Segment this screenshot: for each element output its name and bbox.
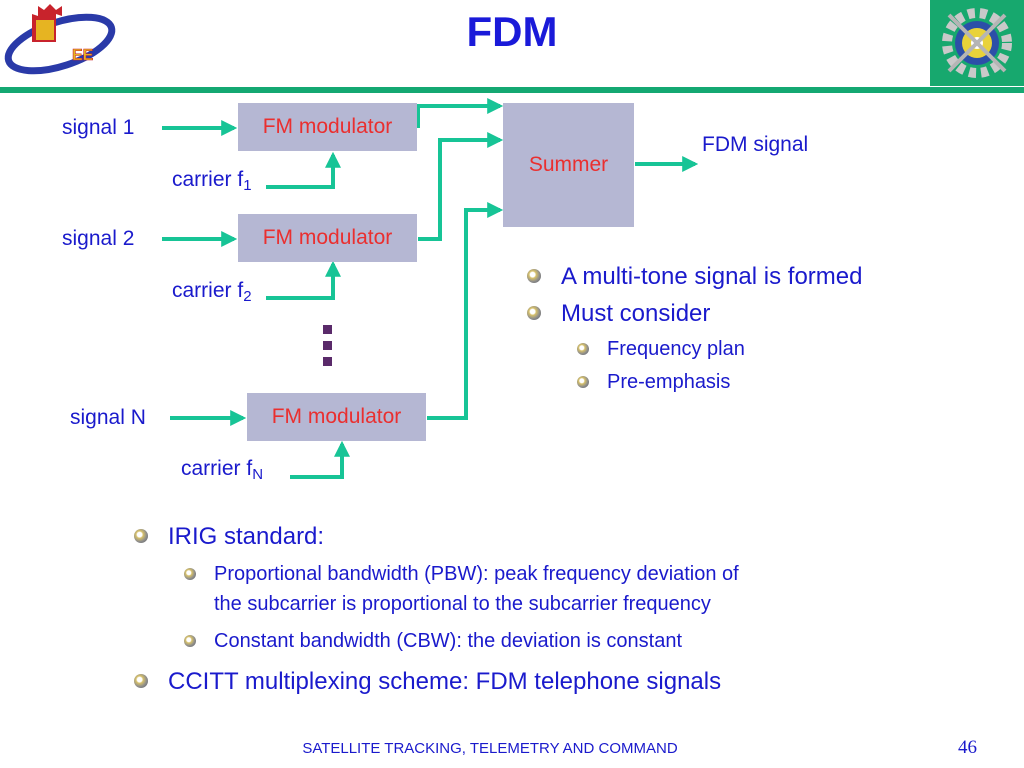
svg-text:EE: EE	[72, 47, 94, 64]
signal-1-label: signal 1	[62, 116, 135, 139]
carrier-1-label: carrier f1	[172, 168, 252, 194]
mod-n-to-summer	[427, 202, 504, 420]
ellipsis-dots	[323, 325, 332, 366]
signal-2-label: signal 2	[62, 227, 135, 250]
fm-modulator-n: FM modulator	[247, 393, 426, 441]
bullet-must-consider: Must consider	[527, 300, 710, 328]
fm-modulator-2: FM modulator	[238, 214, 417, 262]
bullet-frequency-plan: Frequency plan	[577, 338, 745, 361]
bullet-ccitt: CCITT multiplexing scheme: FDM telephone…	[134, 668, 721, 696]
bullet-pbw: Proportional bandwidth (PBW): peak frequ…	[184, 563, 739, 586]
bullet-multi-tone: A multi-tone signal is formed	[527, 263, 862, 291]
header-divider	[0, 87, 1024, 93]
carrier-2-arrow	[266, 260, 341, 300]
university-logo: EE	[2, 2, 120, 80]
page-title: FDM	[466, 8, 558, 55]
fdm-signal-label: FDM signal	[702, 133, 809, 156]
signal-n-label: signal N	[70, 406, 146, 429]
mod-2-to-summer	[418, 132, 504, 241]
bullet-pbw-continued: the subcarrier is proportional to the su…	[214, 593, 711, 615]
carrier-2-label: carrier f2	[172, 279, 252, 305]
bullet-cbw: Constant bandwidth (CBW): the deviation …	[184, 630, 682, 653]
carrier-1-arrow	[266, 151, 341, 189]
bullet-pre-emphasis: Pre-emphasis	[577, 371, 730, 394]
mod-1-to-summer	[416, 98, 504, 128]
carrier-n-arrow	[290, 440, 350, 479]
carrier-n-label: carrier fN	[181, 457, 264, 483]
page-number: 46	[958, 737, 977, 758]
fm-modulator-1: FM modulator	[238, 103, 417, 151]
summer-block: Summer	[503, 103, 634, 227]
footer-text: SATELLITE TRACKING, TELEMETRY AND COMMAN…	[302, 740, 678, 757]
bullet-irig: IRIG standard:	[134, 523, 324, 551]
gear-logo	[930, 0, 1024, 86]
